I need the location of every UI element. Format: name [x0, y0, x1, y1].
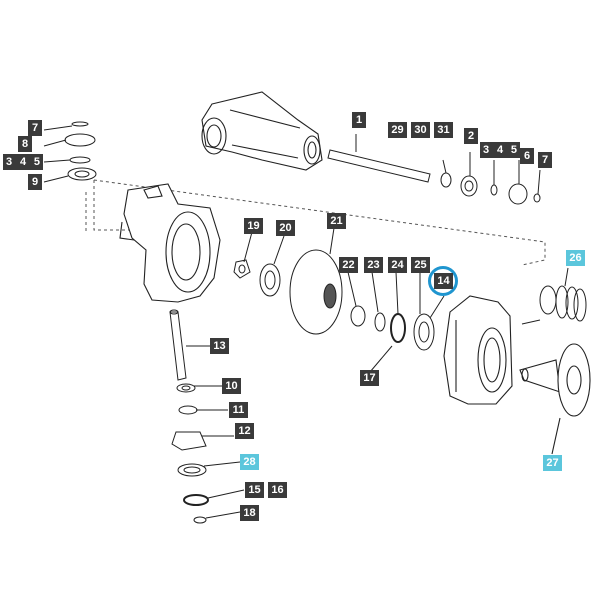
callout-7-left: 7	[28, 120, 42, 136]
callout-5: 5	[33, 155, 40, 168]
swivel-housing	[119, 183, 221, 303]
kingpin-bottom-parts	[171, 383, 245, 524]
nut-and-bearing	[233, 231, 285, 297]
callout-group-3-4-5-left: 3 4 5	[3, 154, 43, 170]
callout-18: 18	[240, 505, 259, 521]
callout-20: 20	[276, 220, 295, 236]
shaft-seals-bearings	[440, 152, 541, 205]
callout-12: 12	[235, 423, 254, 439]
brake-disc	[289, 227, 343, 335]
callout-25: 25	[411, 257, 430, 273]
callout-26: 26	[566, 250, 585, 266]
callout-9: 9	[28, 174, 42, 190]
callout-27: 27	[543, 455, 562, 471]
kingpin-top-parts	[64, 121, 97, 181]
callout-31: 31	[434, 122, 453, 138]
callout-6: 6	[520, 148, 534, 164]
wheel-hub	[443, 295, 513, 405]
callout-22: 22	[339, 257, 358, 273]
drive-shaft	[327, 134, 431, 183]
leader-lines-left	[43, 125, 73, 183]
highlight-ring	[428, 266, 458, 296]
callout-19: 19	[244, 218, 263, 234]
callout-29: 29	[388, 122, 407, 138]
callout-7-right: 7	[538, 152, 552, 168]
callout-4: 4	[19, 155, 27, 168]
callout-2: 2	[464, 128, 478, 144]
callout-10: 10	[222, 378, 241, 394]
callout-3: 3	[483, 143, 490, 156]
callout-5: 5	[510, 143, 517, 156]
callout-21: 21	[327, 213, 346, 229]
callout-24: 24	[388, 257, 407, 273]
retaining-rings	[521, 267, 587, 325]
callout-30: 30	[411, 122, 430, 138]
callout-14: 14	[434, 273, 453, 289]
axle-housing	[201, 91, 323, 171]
callout-13: 13	[210, 338, 229, 354]
kingpin	[169, 309, 210, 381]
hub-seals	[347, 271, 445, 373]
callout-11: 11	[229, 402, 248, 418]
callout-3: 3	[6, 155, 13, 168]
callout-17: 17	[360, 370, 379, 386]
callout-15: 15	[245, 482, 264, 498]
dashed-guide-lines	[85, 179, 546, 266]
callout-28: 28	[240, 454, 259, 470]
callout-1: 1	[352, 112, 366, 128]
callout-4: 4	[496, 143, 504, 156]
flange-shaft	[519, 343, 591, 455]
callout-group-3-4-5-right: 3 4 5	[480, 142, 520, 158]
callout-16: 16	[268, 482, 287, 498]
callout-8: 8	[18, 136, 32, 152]
callout-23: 23	[364, 257, 383, 273]
